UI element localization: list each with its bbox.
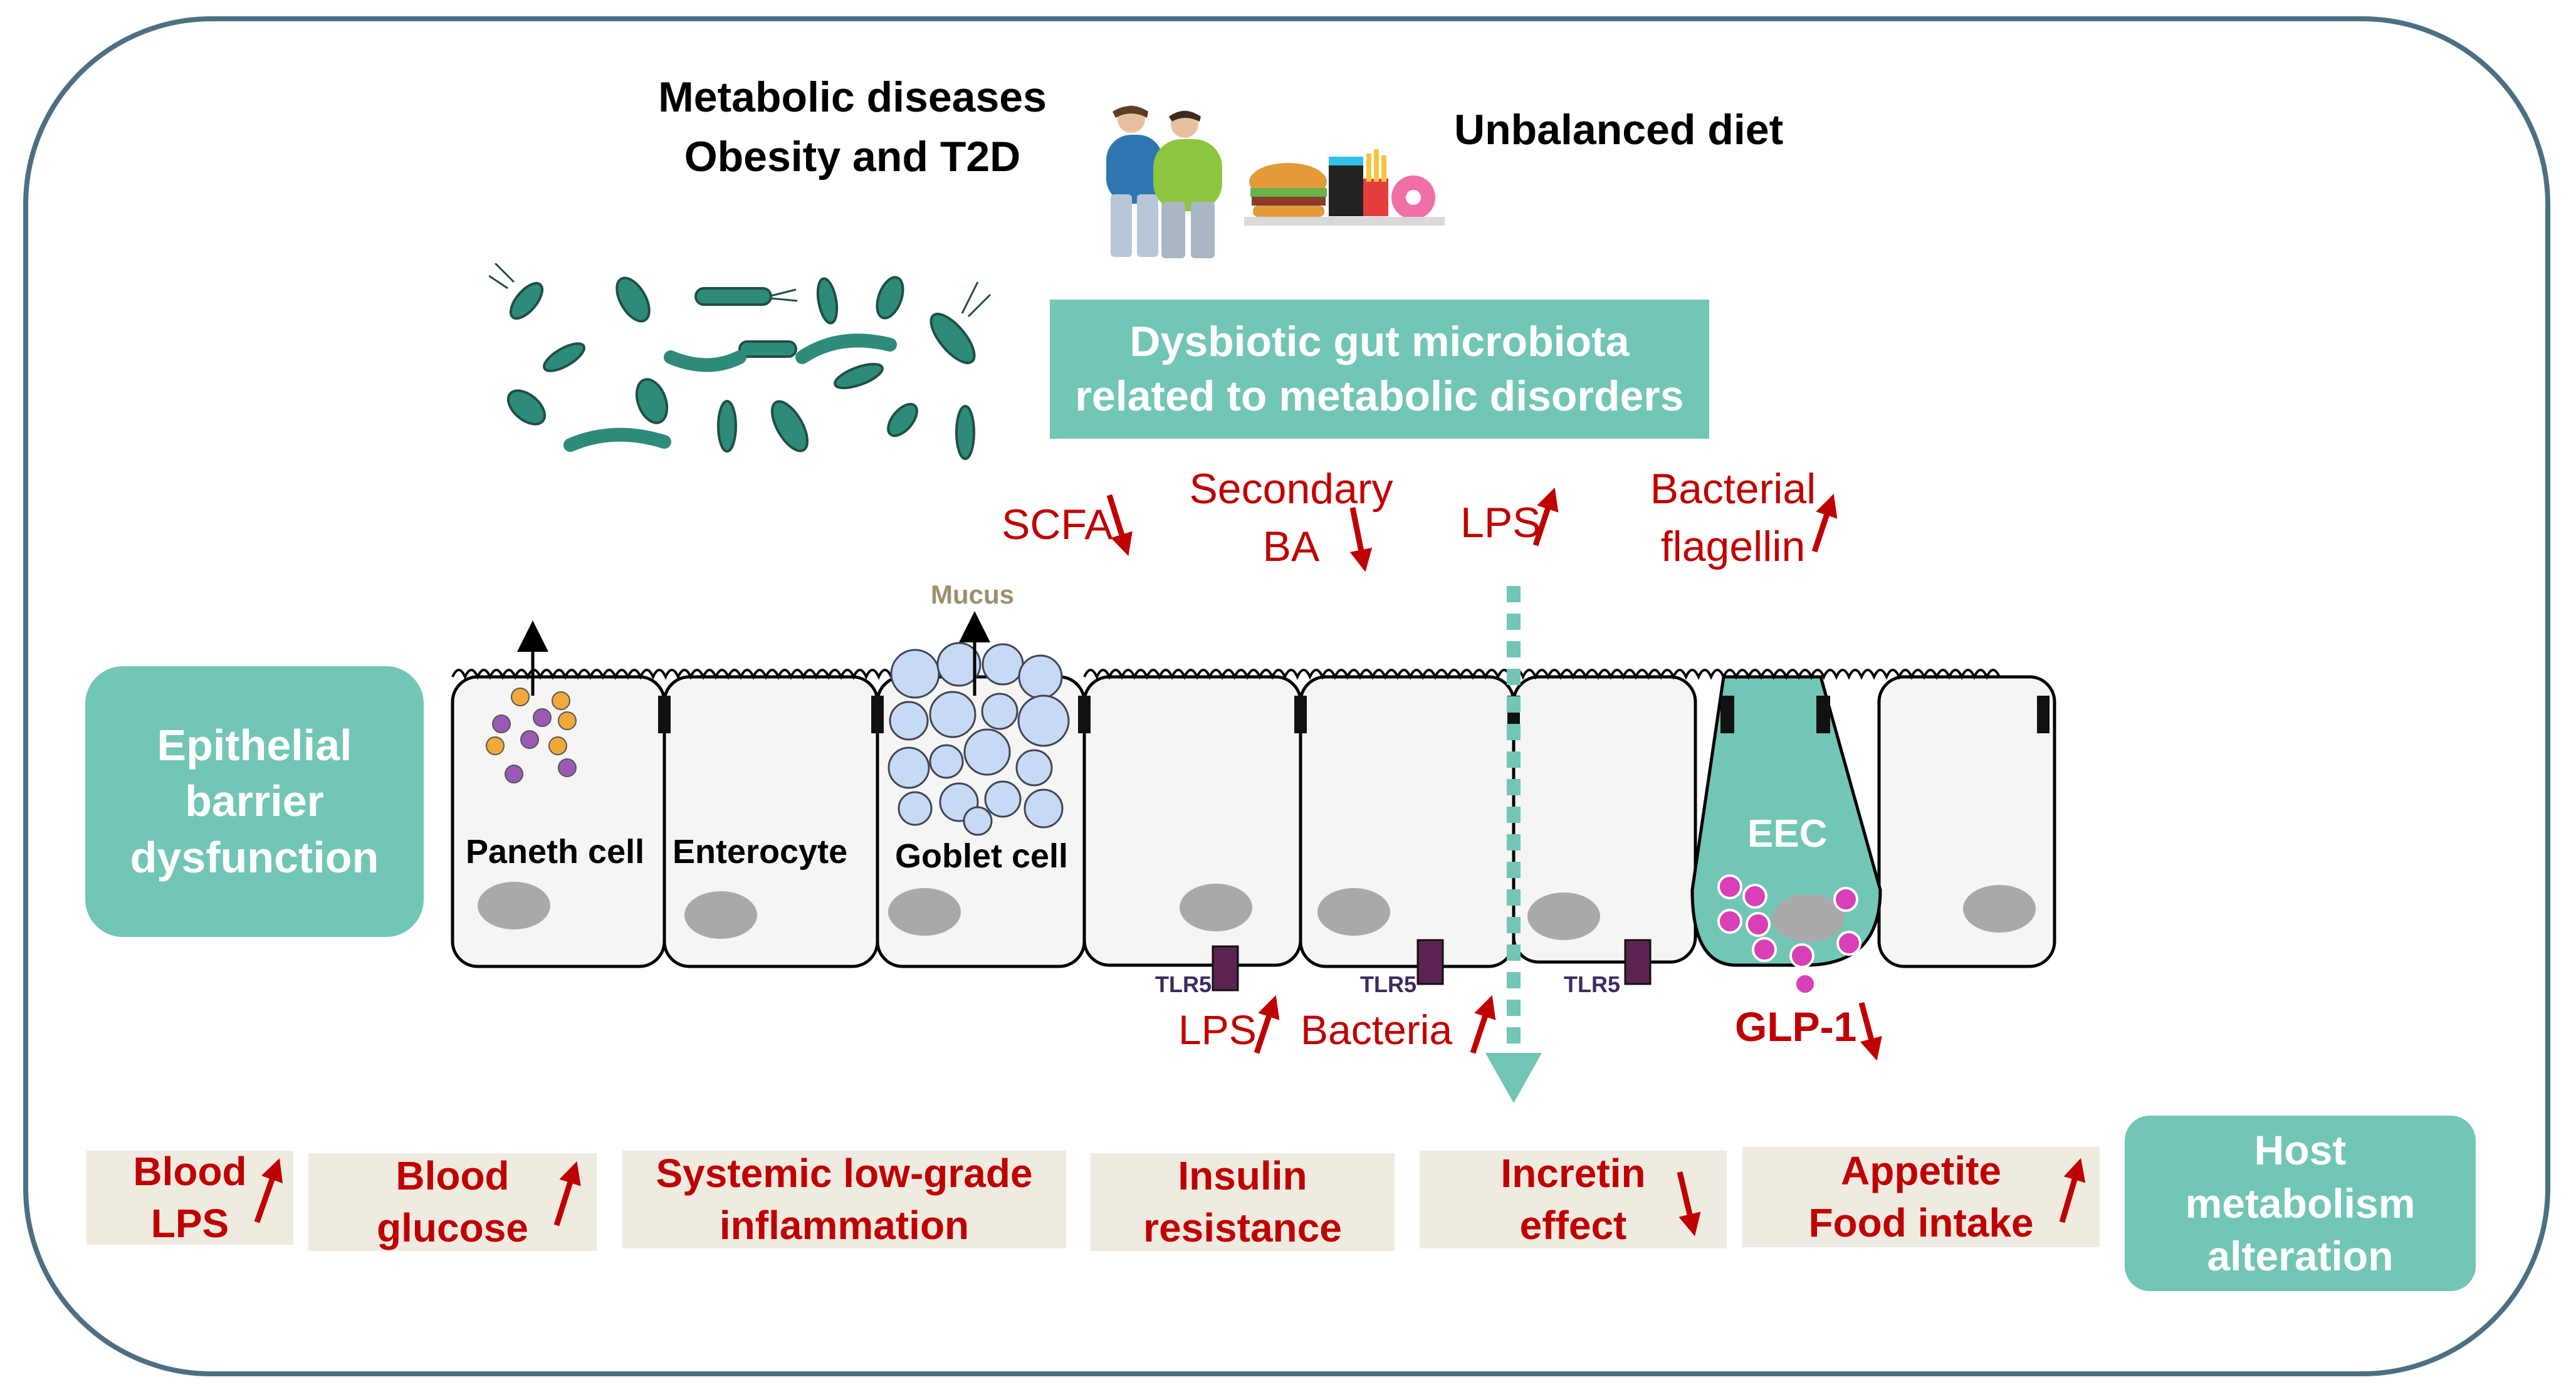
arrow-lps-luminal-up [1532,487,1559,547]
outcome-insulin-resistance: Insulin resistance [1091,1153,1395,1251]
obese-people-icon [1106,105,1222,258]
junk-food-icon [1244,149,1445,226]
bacteria-icon [489,263,992,460]
tlr5-label-1: TLR5 [1155,971,1212,997]
factor-bacteria: Bacteria [1301,1007,1453,1053]
arrow-blood-lps-up [254,1158,283,1223]
outer-frame [23,16,2550,1376]
metabolic-line-2: Obesity and T2D [684,133,1021,181]
factor-glp-1: GLP-1 [1735,1003,1857,1050]
mucus-label: Mucus [931,580,1015,609]
epithelial-barrier-box: Epithelial barrier dysfunction [85,666,424,937]
metabolic-line-1: Metabolic diseases [658,73,1047,121]
arrow-flagellin-up [1811,493,1838,553]
nuclei [478,882,2036,942]
unbalanced-diet-label: Unbalanced diet [1454,106,1784,154]
eec-label: EEC [1747,812,1828,855]
factor-lps-luminal: LPS [1460,499,1541,547]
factor-lps-basal: LPS [1178,1007,1257,1053]
paneth-cell-label: Paneth cell [466,833,645,871]
tlr5-receptors [1212,939,1652,992]
paneth-granules [486,688,577,783]
tlr5-label-2: TLR5 [1360,971,1416,997]
eec-granules [1717,874,1861,995]
metabolic-diseases-label: Metabolic diseases Obesity and T2D [633,68,1072,187]
factor-secondary-ba: Secondary BA [1189,465,1393,570]
outcome-blood-lps: Blood LPS [86,1149,293,1246]
arrow-glp1-down [1858,1002,1882,1061]
outcome-blood-glucose: Blood glucose [308,1153,597,1251]
host-metabolism-box: Host metabolism alteration [2125,1116,2476,1291]
tlr5-label-3: TLR5 [1564,971,1620,997]
arrow-incretin-down [1677,1171,1701,1237]
arrow-bacteria-up [1470,995,1496,1054]
outcome-inflammation: Systemic low-grade inflammation [622,1151,1066,1248]
dysbiotic-microbiota-box: Dysbiotic gut microbiota related to meta… [1050,300,1709,439]
outcome-appetite: Appetite Food intake [1742,1147,2100,1247]
arrow-scfa-down [1106,494,1133,557]
goblet-cell-label: Goblet cell [895,837,1069,875]
tight-junctions [658,696,2050,733]
lps-leak-arrowhead [1485,1053,1542,1103]
factor-bacterial-flagellin: Bacterial flagellin [1650,465,1816,570]
enterocyte-label: Enterocyte [673,833,848,871]
goblet-vesicles [887,642,1070,836]
arrow-appetite-up [2059,1158,2086,1223]
arrow-lps-basal-up [1254,995,1280,1054]
factor-scfa: SCFA [1002,501,1113,548]
arrow-secondary-ba-down [1349,507,1373,572]
outcome-incretin-effect: Incretin effect [1420,1151,1727,1248]
arrow-blood-glucose-up [553,1161,581,1227]
microvilli [451,669,2001,680]
